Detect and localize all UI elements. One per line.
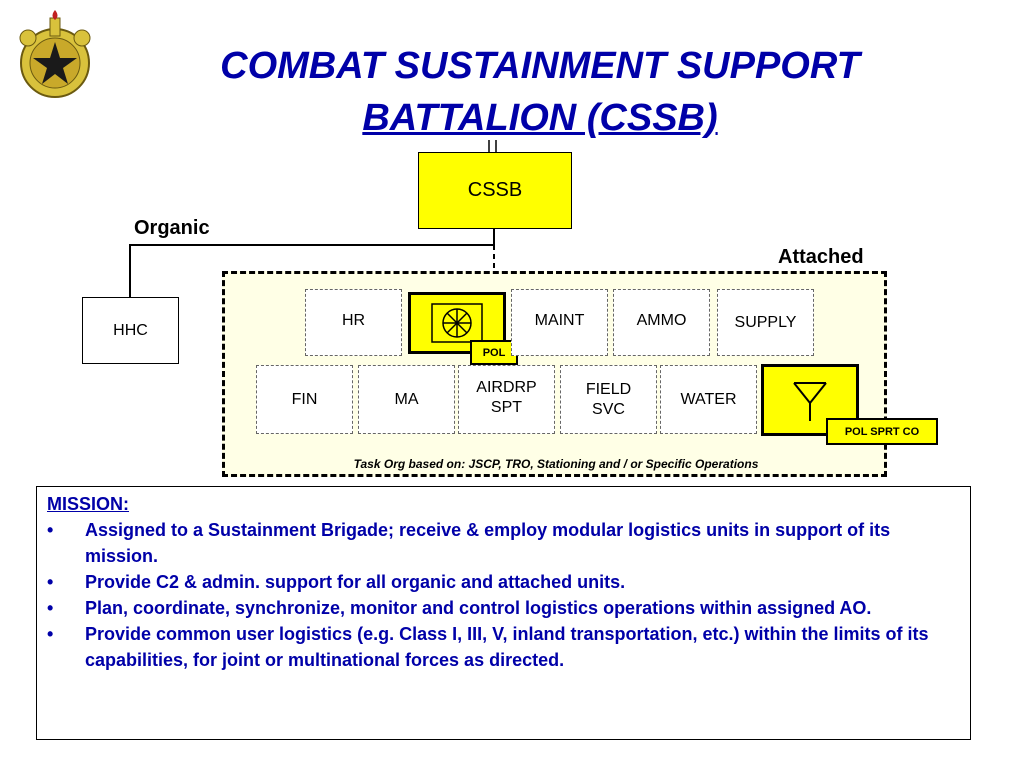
unit-label-fin: FIN <box>291 390 318 408</box>
unit-box-airdrp-spt: AIRDRP SPT <box>458 365 555 434</box>
mission-bullet-text: Plan, coordinate, synchronize, monitor a… <box>85 598 872 618</box>
unit-label-hr: HR <box>341 312 366 329</box>
hhc-label: HHC <box>113 321 148 339</box>
unit-box-fin: FIN <box>256 365 353 434</box>
unit-label-water: WATER <box>680 390 737 408</box>
mission-bullet-text: Provide C2 & admin. support for all orga… <box>85 572 626 592</box>
pol-label: POL <box>482 346 506 359</box>
page-title-line-1: COMBAT SUSTAINMENT SUPPORT <box>220 45 860 87</box>
mission-bullet-text: Assigned to a Sustainment Brigade; recei… <box>85 520 891 566</box>
mission-bullet: • Plan, coordinate, synchronize, monitor … <box>47 595 960 621</box>
unit-label-ma: MA <box>394 390 419 408</box>
hhc-box: HHC <box>82 297 179 364</box>
unit-box-maint: MAINT <box>511 289 608 356</box>
mission-bullet-list: • Assigned to a Sustainment Brigade; rece… <box>47 517 960 673</box>
unit-box-ammo: AMMO <box>613 289 710 356</box>
unit-label-maint: MAINT <box>534 312 585 329</box>
cssb-box: CSSB <box>418 152 572 229</box>
task-org-note: Task Org based on: JSCP, TRO, Stationing… <box>353 457 759 471</box>
pol-sprt-label-tag: POL SPRT CO <box>826 418 938 445</box>
unit-label-airdrp-spt: AIRDRP SPT <box>476 379 537 416</box>
army-logistics-crest-icon <box>19 10 91 98</box>
unit-box-hr: HR <box>305 289 402 356</box>
unit-box-field-svc: FIELD SVC <box>560 365 657 434</box>
unit-label-field-svc: FIELD SVC <box>585 380 632 418</box>
mission-bullet: • Provide C2 & admin. support for all org… <box>47 569 960 595</box>
unit-label-supply: SUPPLY <box>734 314 797 331</box>
unit-box-water: WATER <box>660 365 757 434</box>
bullet-marker: • <box>47 598 54 618</box>
pol-support-symbol-icon <box>793 382 827 421</box>
bullet-marker: • <box>47 520 54 540</box>
unit-box-ma: MA <box>358 365 455 434</box>
pol-sprt-label: POL SPRT CO <box>844 425 920 438</box>
crest-logo <box>10 8 100 103</box>
mission-bullet-text: Provide common user logistics (e.g. Clas… <box>85 624 929 670</box>
petroleum-symbol-icon <box>431 303 483 343</box>
bullet-marker: • <box>47 624 54 644</box>
unit-label-ammo: AMMO <box>636 312 687 329</box>
pol-unit-box <box>408 292 506 354</box>
mission-bullet: • Assigned to a Sustainment Brigade; rece… <box>47 517 960 569</box>
mission-heading: MISSION: <box>47 494 130 514</box>
attached-label: Attached <box>778 246 864 268</box>
mission-bullet: • Provide common user logistics (e.g. Cla… <box>47 621 960 673</box>
cssb-label: CSSB <box>467 179 523 201</box>
organic-label: Organic <box>134 217 210 239</box>
mission-box: MISSION: • Assigned to a Sustainment Brig… <box>36 486 971 740</box>
bullet-marker: • <box>47 572 54 592</box>
page-title-line-2: BATTALION (CSSB) <box>362 97 718 139</box>
unit-box-supply: SUPPLY <box>717 289 814 356</box>
pol-label-tag: POL <box>470 340 518 365</box>
